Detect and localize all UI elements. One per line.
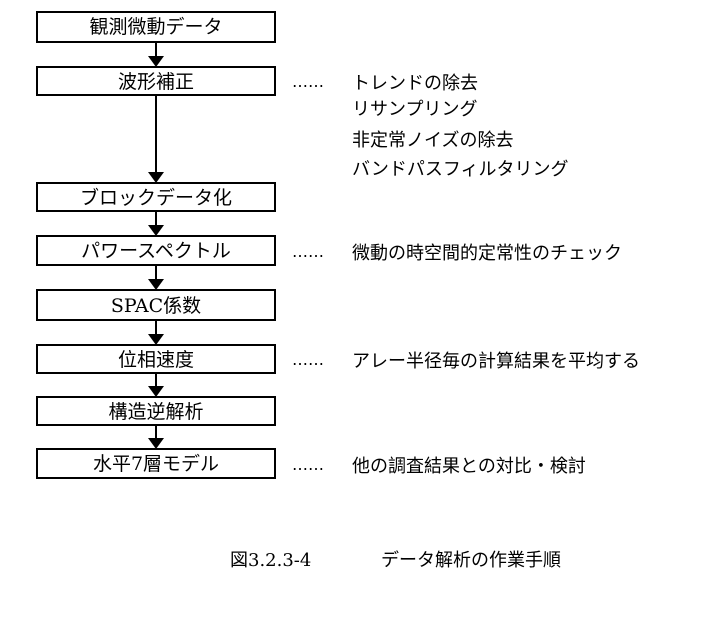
step-horizontal-7-layer-model: 水平7層モデル — [36, 448, 276, 479]
step-box — [36, 182, 276, 212]
step-label: ブロックデータ化 — [80, 186, 232, 209]
note-power-spectrum: 微動の時空間的定常性のチェック — [352, 243, 622, 264]
figure-number: 図3.2.3-4 — [230, 550, 311, 571]
step-waveform-correction: 波形補正 — [36, 66, 276, 96]
note-model: 他の調査結果との対比・検討 — [352, 456, 586, 477]
arrowhead-down-icon — [148, 438, 164, 449]
arrowhead-down-icon — [148, 56, 164, 67]
step-label: 観測微動データ — [89, 16, 222, 38]
note-waveform-line-3: 非定常ノイズの除去 — [352, 130, 513, 151]
arrowhead-down-icon — [148, 225, 164, 236]
step-box — [36, 344, 276, 374]
note-leader-dots: …… — [292, 72, 324, 91]
note-leader-dots: …… — [292, 350, 324, 369]
note-leader-dots: …… — [292, 242, 324, 261]
figure-title: データ解析の作業手順 — [381, 550, 561, 571]
step-box — [36, 396, 276, 426]
arrowhead-down-icon — [148, 279, 164, 290]
step-spac-coefficient: SPAC係数 — [36, 289, 276, 321]
note-leader-dots: …… — [292, 455, 324, 474]
arrowhead-down-icon — [148, 172, 164, 183]
note-phase-velocity: アレー半径毎の計算結果を平均する — [352, 351, 640, 372]
arrowhead-down-icon — [148, 334, 164, 345]
step-phase-velocity: 位相速度 — [36, 344, 276, 374]
step-label: 構造逆解析 — [108, 401, 203, 423]
step-label: 水平7層モデル — [93, 453, 219, 475]
step-box — [36, 289, 276, 321]
arrowhead-down-icon — [148, 386, 164, 397]
step-block-data: ブロックデータ化 — [36, 182, 276, 212]
step-label: 波形補正 — [118, 71, 194, 93]
step-observed-microtremor-data: 観測微動データ — [36, 11, 276, 43]
note-waveform-line-2: リサンプリング — [352, 99, 477, 120]
step-structure-inversion: 構造逆解析 — [36, 396, 276, 426]
step-label: パワースペクトル — [81, 240, 231, 262]
step-box — [36, 11, 276, 43]
step-box — [36, 448, 276, 479]
step-label: SPAC係数 — [111, 295, 201, 317]
step-label: 位相速度 — [118, 349, 194, 371]
step-box — [36, 66, 276, 96]
step-power-spectrum: パワースペクトル — [36, 235, 276, 266]
note-waveform-line-1: トレンドの除去 — [352, 73, 478, 94]
note-waveform-line-4: バンドパスフィルタリング — [352, 159, 569, 180]
